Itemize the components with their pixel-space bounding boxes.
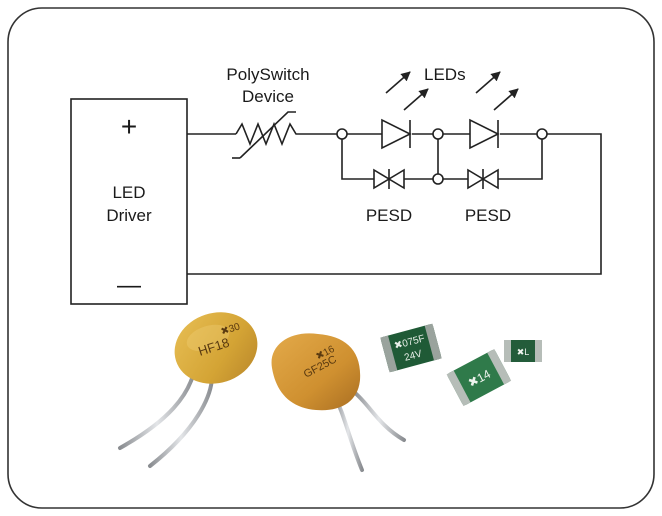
node-mid-bottom [432, 173, 444, 185]
return-wire [187, 133, 602, 275]
smd-device-c: ✖L [504, 340, 542, 362]
pesd-2-symbol [467, 168, 499, 190]
node-left [336, 128, 348, 140]
node-right [536, 128, 548, 140]
polyswitch-symbol [232, 111, 300, 159]
smd-c-marking: ✖L [517, 347, 530, 357]
circuit-schematic: + LED Driver — PolySwitch Device [70, 65, 602, 305]
radial-device-large: ✖30 HF18 [118, 312, 258, 468]
leds-label: LEDs [424, 65, 466, 84]
driver-minus-sign: — [117, 272, 141, 299]
radial-device-small: ✖16 GF25C [271, 333, 406, 472]
driver-label-line1: LED [112, 183, 145, 202]
node-mid-top [432, 128, 444, 140]
smd-a-marking-bottom: 24V [403, 349, 423, 364]
pesd-2-label: PESD [465, 206, 511, 225]
led-2-symbol [469, 71, 519, 150]
led-driver-box [70, 98, 188, 305]
led-1-symbol [381, 71, 429, 150]
smd-device-b: ✖14 [446, 348, 512, 407]
pesd-1-label: PESD [366, 206, 412, 225]
polyswitch-label-line1: PolySwitch [226, 65, 309, 84]
component-photos: ✖30 HF18 ✖16 GF25C ✖075F 24V ✖14 [118, 312, 542, 472]
pesd-branch-wire [341, 139, 543, 180]
pesd-1-symbol [373, 168, 405, 190]
driver-label-line2: Driver [106, 206, 152, 225]
smd-device-a: ✖075F 24V [380, 323, 442, 373]
driver-plus-sign: + [121, 111, 137, 142]
polyswitch-label-line2: Device [242, 87, 294, 106]
